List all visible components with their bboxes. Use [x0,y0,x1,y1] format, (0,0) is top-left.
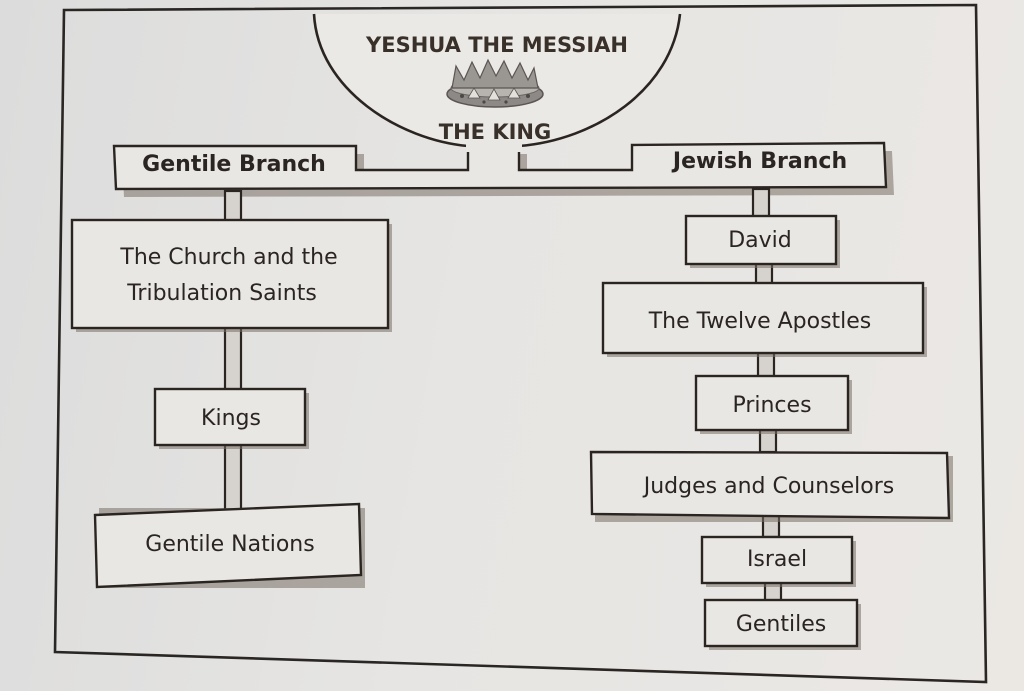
gentile-item-nations: Gentile Nations [93,502,365,589]
connector [223,189,243,223]
jewish-item-david: David [684,214,840,268]
jewish-item-apostles: The Twelve Apostles [601,281,927,357]
jewish-branch-label: Jewish Branch [671,149,847,174]
svg-text:Princes: Princes [732,393,811,418]
outer-frame [53,3,988,684]
gentile-item-church: The Church and the Tribulation Saints [70,218,392,332]
branch-bar [112,141,894,197]
svg-text:Gentiles: Gentiles [736,612,826,637]
jewish-item-gentiles: Gentiles [703,598,861,650]
svg-text:David: David [728,228,792,253]
svg-text:Judges and Counselors: Judges and Counselors [642,474,895,499]
crown-icon [446,58,544,108]
svg-text:Gentile Nations: Gentile Nations [145,532,314,557]
connector [223,443,243,517]
svg-text:Kings: Kings [201,406,261,431]
svg-text:Israel: Israel [747,547,807,572]
svg-text:The Twelve Apostles: The Twelve Apostles [648,309,872,334]
connector [751,187,771,219]
gentile-item-kings: Kings [153,387,309,449]
connector [223,325,243,392]
title-line2: THE KING [439,120,551,144]
jewish-item-judges: Judges and Counselors [589,450,953,522]
svg-text:The Church and the: The Church and the [119,245,337,270]
svg-text:Tribulation Saints: Tribulation Saints [126,281,317,306]
jewish-item-israel: Israel [700,535,856,587]
gentile-branch-label: Gentile Branch [142,152,326,177]
title-line1: YESHUA THE MESSIAH [365,33,628,57]
jewish-item-princes: Princes [694,374,852,434]
